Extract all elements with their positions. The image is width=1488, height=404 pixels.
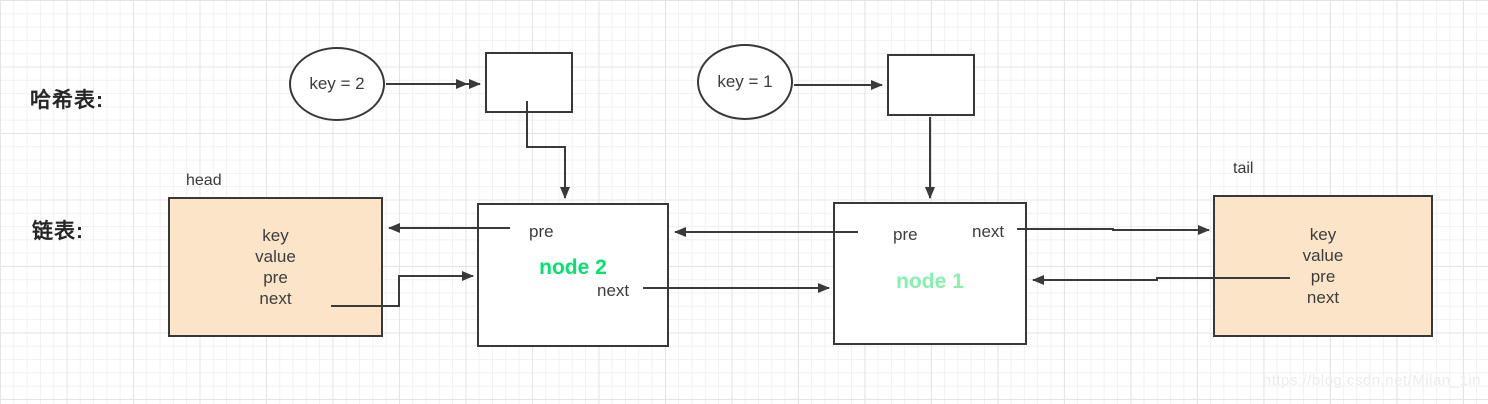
edge-node1-next-to-tail-arrow <box>1017 225 1210 235</box>
head-field-value: value <box>255 247 296 266</box>
hash-key-2-label: key = 2 <box>309 74 365 93</box>
node2-next-label: next <box>597 281 630 300</box>
hash-key-1-ellipse: key = 1 <box>697 44 793 120</box>
head-field-next: next <box>259 289 292 308</box>
hash-key-2-ellipse: key = 2 <box>289 47 385 121</box>
tail-field-value: value <box>1302 246 1344 265</box>
edge-bucket2-to-node2-arrow <box>526 101 570 199</box>
tail-field-key: key <box>1309 225 1337 244</box>
linked-list-section-label: 链表: <box>32 220 84 243</box>
tail-field-pre: pre <box>1310 267 1336 286</box>
head-node-box: key value pre next <box>168 197 383 337</box>
edge-key2-extra-chevron-icon <box>456 79 468 89</box>
node1-next-label: next <box>972 222 1005 241</box>
node1-title: node 1 <box>896 270 964 293</box>
watermark-text: https://blog.csdn.net/Milan_1in <box>1262 372 1481 389</box>
node1-box: pre next node 1 <box>833 202 1027 345</box>
node2-box: pre node 2 next <box>477 203 669 347</box>
head-field-key: key <box>262 226 289 245</box>
hash-bucket-key2 <box>485 52 573 113</box>
tail-tag: tail <box>1233 160 1254 177</box>
hash-bucket-key1 <box>887 54 975 116</box>
head-tag: head <box>186 172 222 189</box>
head-field-pre: pre <box>263 268 288 287</box>
hash-table-section-label: 哈希表: <box>30 89 104 112</box>
hash-key-1-label: key = 1 <box>717 72 773 91</box>
node2-pre-label: pre <box>529 222 554 241</box>
node2-title: node 2 <box>539 256 607 279</box>
node1-pre-label: pre <box>893 225 918 244</box>
tail-field-next: next <box>1306 288 1340 307</box>
head-fields: key value pre next <box>255 225 296 309</box>
tail-fields: key value pre next <box>1303 224 1344 308</box>
tail-node-box: key value pre next <box>1213 195 1433 337</box>
